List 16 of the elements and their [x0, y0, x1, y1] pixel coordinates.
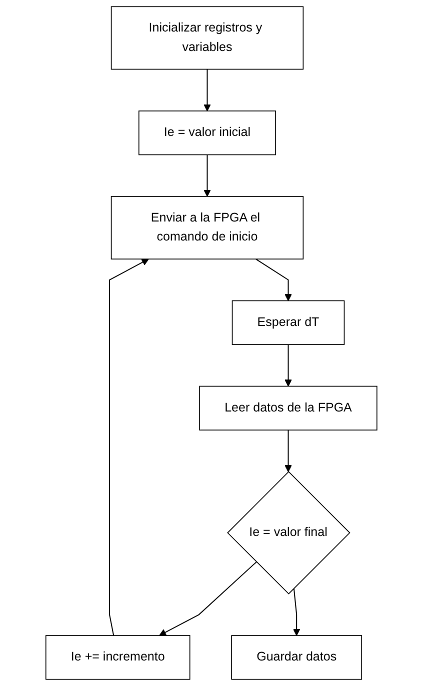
arrow — [284, 430, 292, 472]
node-box: Ie = valor inicial — [138, 110, 276, 156]
node-diamond: Ie = valor final — [227, 471, 350, 594]
arrow — [109, 258, 150, 636]
node-box: Leer datos de la FPGA — [199, 386, 378, 430]
arrow — [204, 154, 211, 197]
arrow — [204, 68, 211, 112]
node-box: Guardar datos — [231, 635, 362, 680]
arrow — [255, 258, 292, 302]
node-box: Inicializar registros y variables — [110, 6, 304, 70]
node-box: Ie += incremento — [46, 635, 190, 680]
arrow — [159, 561, 257, 636]
node-box: Esperar dT — [232, 300, 345, 345]
arrow — [284, 344, 292, 387]
arrow — [293, 588, 300, 636]
node-box: Enviar a la FPGA el comando de inicio — [110, 196, 304, 260]
